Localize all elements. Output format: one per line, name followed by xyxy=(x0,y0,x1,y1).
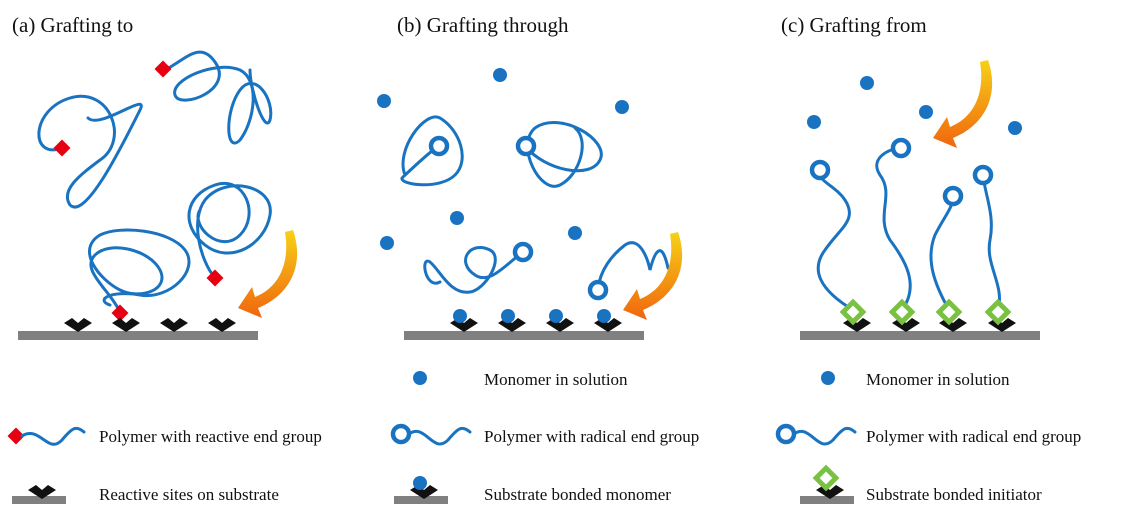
legend-b-label-1: Monomer in solution xyxy=(484,370,628,389)
reactive-end-groups xyxy=(53,60,224,322)
polymer-chains-a xyxy=(37,50,273,314)
reaction-arrow-b xyxy=(623,232,683,320)
panel-grafting-from: (c) Grafting from xyxy=(775,13,1081,504)
substrate-b xyxy=(404,331,644,340)
radical-ends-c xyxy=(809,137,994,207)
monomers-c xyxy=(807,76,1022,135)
monomer-icon xyxy=(413,371,427,385)
bonded-initiators-c xyxy=(839,298,1016,332)
legend-c-label-1: Monomer in solution xyxy=(866,370,1010,389)
reactive-site xyxy=(64,318,92,332)
bonded-monomer xyxy=(594,309,622,332)
reactive-end-group xyxy=(53,139,71,157)
radical-polymer-icon xyxy=(775,423,857,446)
initiator-icon xyxy=(800,464,854,504)
legend-c-label-3: Substrate bonded initiator xyxy=(866,485,1042,504)
radical-end-group xyxy=(428,135,450,157)
legend-b-label-2: Polymer with radical end group xyxy=(484,427,699,446)
radical-end-group xyxy=(587,279,609,301)
panel-c-title: (c) Grafting from xyxy=(781,13,927,37)
reactive-sites-a xyxy=(64,318,236,332)
legend-b: Monomer in solution Polymer with radical… xyxy=(390,370,699,504)
grafted-chains-c xyxy=(816,146,1001,312)
reactive-end-group xyxy=(206,269,224,287)
legend-b-label-3: Substrate bonded monomer xyxy=(484,485,671,504)
monomer xyxy=(860,76,874,90)
radical-end-group xyxy=(942,185,964,207)
monomer xyxy=(493,68,507,82)
monomer-icon xyxy=(821,371,835,385)
reaction-arrow-c xyxy=(933,60,993,148)
monomers-b xyxy=(377,68,629,250)
radical-end-group xyxy=(512,241,534,263)
bonded-monomer xyxy=(450,309,478,332)
radical-end-group xyxy=(809,159,831,181)
panel-b-title: (b) Grafting through xyxy=(397,13,569,37)
bonded-monomer-icon xyxy=(394,476,448,504)
bonded-monomers-b xyxy=(450,309,622,332)
legend-a-label-1: Polymer with reactive end group xyxy=(99,427,322,446)
legend-c-label-2: Polymer with radical end group xyxy=(866,427,1081,446)
radical-polymer-icon xyxy=(390,423,472,446)
monomer xyxy=(807,115,821,129)
reactive-site xyxy=(160,318,188,332)
radical-end-group xyxy=(890,137,912,159)
radical-end-group xyxy=(515,135,537,157)
monomer xyxy=(615,100,629,114)
reactive-polymer-icon xyxy=(7,426,86,446)
substrate-c xyxy=(800,331,1040,340)
monomer xyxy=(919,105,933,119)
monomer xyxy=(380,236,394,250)
reactive-end-group xyxy=(154,60,172,78)
initiator xyxy=(888,298,920,332)
substrate-a xyxy=(18,331,258,340)
reactive-end-group xyxy=(111,304,129,322)
initiator xyxy=(984,298,1016,332)
reactive-site xyxy=(112,318,140,332)
reactive-site-icon xyxy=(12,485,66,504)
legend-a-label-2: Reactive sites on substrate xyxy=(99,485,279,504)
reactive-site xyxy=(208,318,236,332)
monomer xyxy=(377,94,391,108)
bonded-monomer xyxy=(498,309,526,332)
panel-grafting-to: (a) Grafting to Polymer xyxy=(7,13,322,504)
panel-grafting-through: (b) Grafting through xyxy=(377,13,699,504)
monomer xyxy=(568,226,582,240)
initiator xyxy=(839,298,871,332)
monomer xyxy=(450,211,464,225)
legend-a: Polymer with reactive end group Reactive… xyxy=(7,426,322,504)
bonded-monomer xyxy=(546,309,574,332)
panel-a-title: (a) Grafting to xyxy=(12,13,133,37)
initiator xyxy=(935,298,967,332)
legend-c: Monomer in solution Polymer with radical… xyxy=(775,370,1081,504)
polymer-chains-b xyxy=(400,115,670,294)
reaction-arrow-a xyxy=(238,230,298,318)
monomer xyxy=(1008,121,1022,135)
radical-ends-b xyxy=(428,135,609,301)
radical-end-group xyxy=(972,164,994,186)
